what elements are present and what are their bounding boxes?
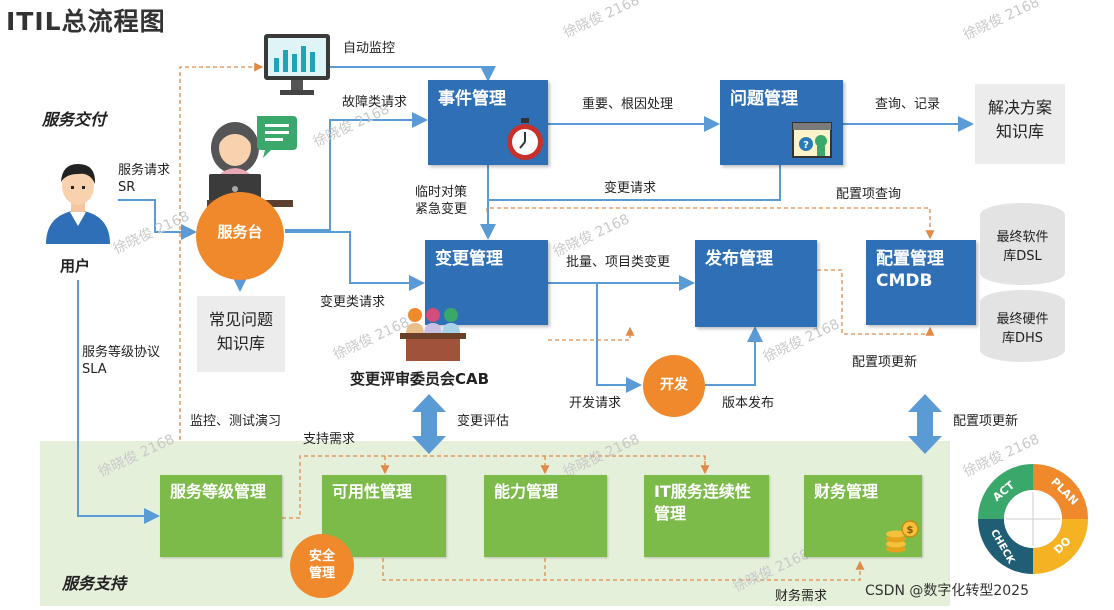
incident-label: 事件管理 bbox=[438, 89, 506, 109]
dhs-storage[interactable]: 最终硬件 库DHS bbox=[980, 290, 1065, 362]
cmdb-line1: 配置管理 bbox=[876, 249, 944, 269]
change-label: 变更管理 bbox=[435, 249, 503, 269]
monitor-dashed bbox=[179, 62, 264, 440]
solution-knowledge-base[interactable]: 解决方案 知识库 bbox=[975, 84, 1065, 164]
service-desk[interactable]: 服务台 bbox=[196, 192, 284, 280]
dsl-storage[interactable]: 最终软件 库DSL bbox=[980, 203, 1065, 285]
cmdb[interactable]: 配置管理 CMDB bbox=[866, 240, 976, 325]
section-support: 服务支持 bbox=[62, 574, 127, 593]
itscm[interactable]: IT服务连续性管理 bbox=[644, 475, 769, 557]
label-service-request: 服务请求 bbox=[118, 163, 171, 178]
label-sla-2: SLA bbox=[82, 362, 107, 377]
support-need-dashed bbox=[282, 455, 706, 519]
label-support-need: 支持需求 bbox=[303, 432, 356, 447]
coins-icon: $ bbox=[884, 519, 920, 557]
label-important-root: 重要、根因处理 bbox=[582, 97, 674, 112]
label-sr: SR bbox=[118, 180, 136, 195]
label-ci-update-1: 配置项更新 bbox=[852, 355, 918, 370]
security-line2: 管理 bbox=[308, 566, 335, 581]
capacity-management[interactable]: 能力管理 bbox=[484, 475, 607, 557]
svg-text:$: $ bbox=[907, 525, 914, 536]
user-to-slm bbox=[77, 280, 160, 524]
cab-label: 变更评审委员会CAB bbox=[350, 370, 490, 388]
security-management[interactable]: 安全 管理 bbox=[290, 534, 354, 598]
label-ci-query: 配置项查询 bbox=[836, 187, 902, 202]
financial-management[interactable]: 财务管理 $ bbox=[804, 475, 922, 557]
label-finance-need: 财务需求 bbox=[775, 589, 828, 604]
problem-label: 问题管理 bbox=[730, 89, 798, 109]
change-cab-dashed bbox=[548, 326, 635, 341]
finance-need-dashed bbox=[382, 558, 865, 581]
label-query-record: 查询、记录 bbox=[875, 97, 941, 112]
stopwatch-icon bbox=[503, 117, 547, 166]
dsl-line2: 库DSL bbox=[1003, 249, 1042, 264]
financial-label: 财务管理 bbox=[814, 482, 879, 501]
monitor-to-incident bbox=[330, 66, 496, 82]
pdca-cycle-icon: ACT PLAN CHECK DO bbox=[970, 456, 1096, 586]
change-to-dev bbox=[596, 283, 642, 393]
dev-label: 开发 bbox=[660, 377, 688, 393]
faq-kb-line1: 常见问题 bbox=[208, 310, 273, 329]
problem-management[interactable]: 问题管理 ? bbox=[720, 80, 843, 165]
user-icon bbox=[40, 160, 116, 248]
cmdb-double-arrow bbox=[908, 394, 942, 454]
security-line1: 安全 bbox=[308, 549, 335, 564]
label-change-eval: 变更评估 bbox=[457, 414, 510, 429]
dhs-line1: 最终硬件 bbox=[996, 312, 1049, 327]
desk-to-change bbox=[285, 231, 425, 291]
label-ci-update-2: 配置项更新 bbox=[953, 414, 1019, 429]
dhs-line2: 库DHS bbox=[1001, 331, 1044, 346]
agent-icon bbox=[205, 112, 300, 214]
cmdb-label: 配置管理 CMDB bbox=[876, 248, 944, 292]
ci-update-dashed bbox=[817, 269, 935, 336]
footer-credit: CSDN @数字化转型2025 bbox=[865, 583, 1029, 599]
cmdb-line2: CMDB bbox=[876, 271, 933, 291]
label-sla-1: 服务等级协议 bbox=[82, 345, 161, 360]
release-management[interactable]: 发布管理 bbox=[695, 240, 817, 327]
cab-icon bbox=[398, 306, 468, 368]
solution-kb-line2: 知识库 bbox=[995, 122, 1044, 141]
dsl-line1: 最终软件 bbox=[996, 230, 1049, 245]
label-auto-monitor: 自动监控 bbox=[343, 41, 396, 56]
slm[interactable]: 服务等级管理 bbox=[160, 475, 282, 557]
section-delivery: 服务交付 bbox=[42, 110, 107, 129]
label-temp-fix-1: 临时对策 bbox=[415, 185, 468, 200]
availability-label: 可用性管理 bbox=[332, 482, 413, 501]
user-label: 用户 bbox=[60, 257, 91, 275]
solution-kb-line1: 解决方案 bbox=[987, 98, 1052, 117]
label-batch-project: 批量、项目类变更 bbox=[566, 255, 671, 270]
label-fault-request: 故障类请求 bbox=[342, 95, 408, 110]
label-change-request: 变更请求 bbox=[604, 181, 657, 196]
service-desk-label: 服务台 bbox=[217, 223, 263, 241]
incident-management[interactable]: 事件管理 bbox=[428, 80, 548, 165]
dev-to-release bbox=[705, 326, 763, 386]
monitor-icon bbox=[262, 32, 332, 104]
problem-change-request bbox=[488, 165, 781, 201]
capacity-label: 能力管理 bbox=[494, 482, 559, 501]
label-change-type-request: 变更类请求 bbox=[320, 295, 386, 310]
label-dev-request: 开发请求 bbox=[569, 396, 622, 411]
label-temp-fix-2: 紧急变更 bbox=[415, 202, 468, 217]
label-monitor-test: 监控、测试演习 bbox=[190, 414, 282, 429]
dev-node[interactable]: 开发 bbox=[643, 355, 705, 417]
label-version-release: 版本发布 bbox=[722, 396, 775, 411]
problem-icon: ? bbox=[792, 122, 832, 163]
page-title: ITIL总流程图 bbox=[6, 7, 166, 36]
user-to-desk bbox=[118, 199, 197, 240]
desk-to-incident bbox=[285, 112, 428, 231]
svg-text:?: ? bbox=[803, 140, 809, 151]
faq-knowledge-base[interactable]: 常见问题 知识库 bbox=[197, 296, 285, 372]
slm-label: 服务等级管理 bbox=[170, 482, 267, 501]
faq-kb-line2: 知识库 bbox=[216, 334, 265, 353]
ci-query-dashed bbox=[486, 207, 935, 240]
release-label: 发布管理 bbox=[705, 249, 773, 269]
itscm-label: IT服务连续性管理 bbox=[654, 482, 751, 523]
cab-double-arrow bbox=[412, 394, 446, 454]
